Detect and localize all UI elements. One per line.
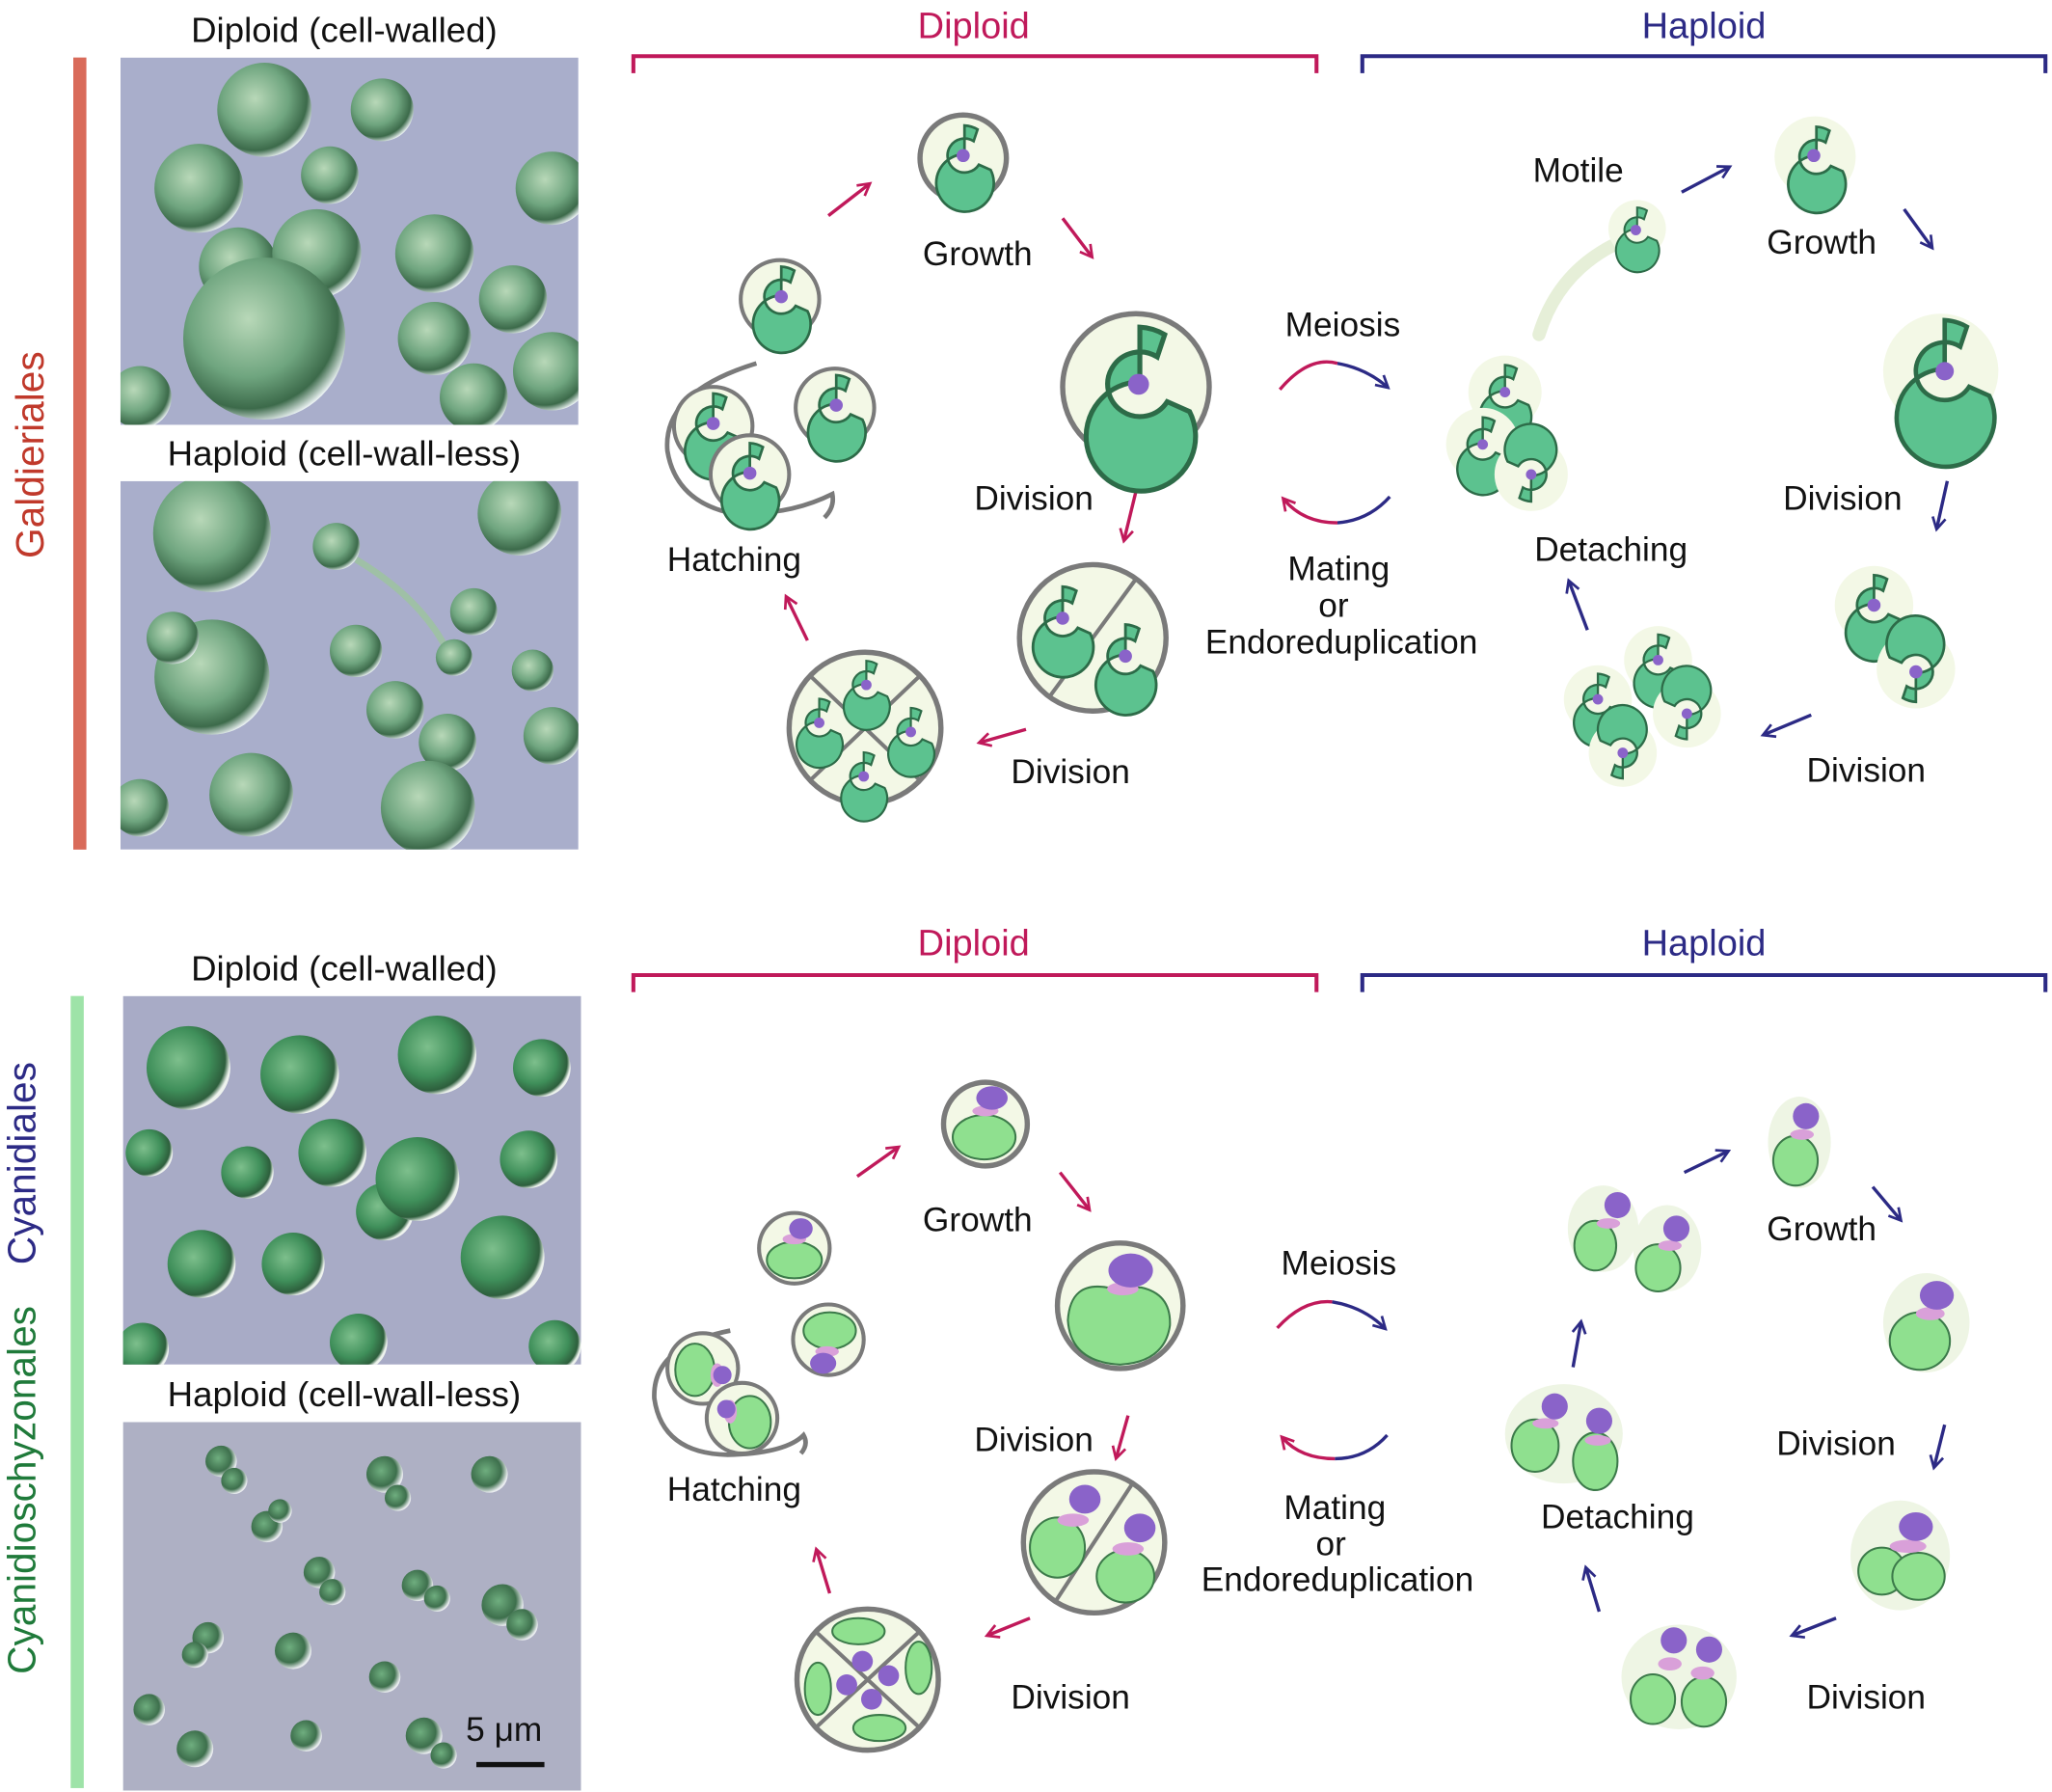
cyan-cell-division-four <box>794 1606 941 1753</box>
cell-division-large <box>1060 311 1212 491</box>
bracket-haploid-top <box>1360 54 2048 73</box>
micrograph-cyanidio-haploid <box>122 1422 581 1791</box>
label-meiosis-bottom: Meiosis <box>1281 1242 1397 1283</box>
photo-label-diploid-top: Diploid (cell-walled) <box>191 10 498 50</box>
cell-division-two <box>1016 561 1169 717</box>
cell-growth-diploid <box>917 112 1010 213</box>
label-growth-haploid-top: Growth <box>1767 222 1877 262</box>
label-endoreduplication-top: Endoreduplication <box>1204 622 1478 662</box>
label-endoreduplication-bottom: Endoreduplication <box>1201 1559 1474 1599</box>
photo-label-haploid-bottom: Haploid (cell-wall-less) <box>167 1374 522 1415</box>
cyan-cell-hatching <box>652 1210 866 1457</box>
label-meiosis-top: Meiosis <box>1284 304 1401 344</box>
label-growth-haploid-bottom: Growth <box>1767 1208 1877 1249</box>
label-division-diploid-top-1: Division <box>974 478 1094 518</box>
cyan-cell-division-two <box>1020 1469 1168 1616</box>
label-mating-bottom: Mating <box>1283 1487 1387 1527</box>
cell-hatching <box>664 258 877 531</box>
bracket-diploid-top <box>631 54 1319 73</box>
cyan-hap-division-four <box>1621 1624 1737 1729</box>
cell-motile <box>1532 200 1666 341</box>
header-haploid-top: Haploid <box>1641 5 1767 46</box>
cyan-hap-growth-large <box>1882 1272 1970 1372</box>
label-mating-top: Mating <box>1287 549 1390 588</box>
label-growth-diploid-bottom: Growth <box>922 1200 1033 1239</box>
photo-label-diploid-bottom: Diploid (cell-walled) <box>191 948 498 989</box>
label-detaching-bottom: Detaching <box>1540 1496 1694 1536</box>
cyan-hap-detached <box>1567 1185 1702 1292</box>
galdieriales-bar <box>72 57 87 850</box>
label-division-diploid-bottom-1: Division <box>974 1419 1094 1459</box>
cell-division-four <box>786 649 944 823</box>
cyan-cell-division-large <box>1054 1240 1186 1371</box>
scale-bar-label: 5 μm <box>466 1709 543 1750</box>
cyan-hap-division-two <box>1850 1500 1951 1611</box>
label-division-haploid-bottom-2: Division <box>1806 1676 1927 1717</box>
label-division-haploid-top-1: Division <box>1783 478 1903 518</box>
cell-detaching <box>1445 355 1568 511</box>
micrograph-cyanidio-diploid <box>122 995 581 1365</box>
cyan-hap-detaching-pair <box>1504 1384 1623 1491</box>
label-motile: Motile <box>1532 149 1624 190</box>
header-diploid-bottom: Diploid <box>917 922 1030 964</box>
label-division-haploid-top-2: Division <box>1806 749 1927 790</box>
micrograph-galdieria-haploid <box>120 480 579 850</box>
label-or-bottom: or <box>1315 1524 1346 1563</box>
label-division-diploid-bottom-2: Division <box>1011 1676 1130 1717</box>
bracket-haploid-bottom <box>1360 972 2048 992</box>
cell-division-haploid-large <box>1882 313 1999 467</box>
cell-growth-haploid <box>1774 116 1856 215</box>
label-hatching-bottom: Hatching <box>666 1469 801 1508</box>
label-division-diploid-top-2: Division <box>1011 751 1130 791</box>
cyan-hap-growth-small <box>1768 1097 1831 1188</box>
header-diploid-top: Diploid <box>917 5 1030 46</box>
micrograph-galdieria-diploid <box>120 57 579 425</box>
cyanid-bar <box>70 995 84 1788</box>
label-division-haploid-bottom-1: Division <box>1776 1423 1896 1463</box>
header-haploid-bottom: Haploid <box>1641 922 1767 964</box>
bracket-diploid-bottom <box>631 972 1319 992</box>
photo-label-haploid-top: Haploid (cell-wall-less) <box>167 433 522 474</box>
label-or-top: or <box>1318 585 1349 625</box>
cyan-cell-growth-diploid <box>940 1079 1031 1169</box>
label-hatching-top: Hatching <box>666 539 801 580</box>
label-growth-diploid-top: Growth <box>922 233 1033 274</box>
cell-division-haploid-four <box>1563 626 1721 787</box>
label-detaching-top: Detaching <box>1534 529 1688 569</box>
cell-division-haploid-two <box>1834 565 1956 709</box>
